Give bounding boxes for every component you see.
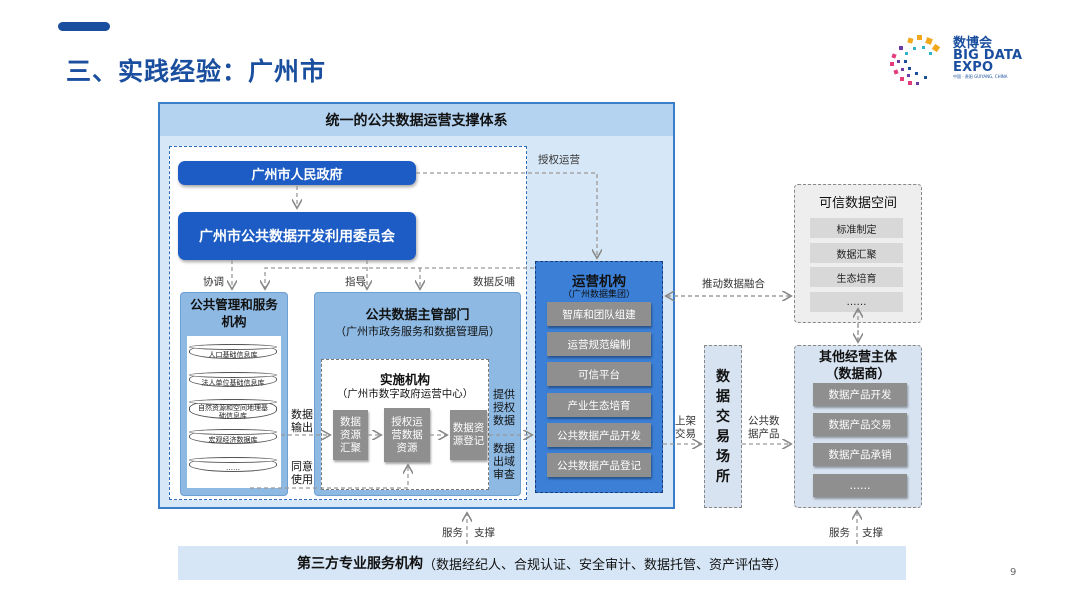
label-service-left: 服务: [442, 527, 463, 539]
page-number: 9: [1010, 567, 1017, 578]
impl-step-register: 数据资源登记: [450, 410, 487, 460]
impl-step-aggregate: 数据资源汇聚: [333, 410, 368, 460]
trusted-item-aggregate: 数据汇聚: [810, 243, 903, 263]
third-party-box: 第三方专业服务机构 （数据经纪人、合规认证、安全审计、数据托管、资产评估等）: [178, 546, 906, 580]
logo-sub: 中国 · 贵阳 GUIYANG, CHINA: [953, 74, 1008, 79]
third-party-detail: （数据经纪人、合规认证、安全审计、数据托管、资产评估等）: [422, 557, 787, 573]
operator-item-think-tank: 智库和团队组建: [547, 302, 651, 326]
other-item-underwrite: 数据产品承销: [813, 443, 907, 466]
logo-cn: 数博会: [953, 36, 993, 51]
big-data-expo-logo-icon: [886, 32, 944, 90]
other-entities-title: 其他经营主体（数据商）: [818, 350, 897, 382]
label-data-output: 数据输出: [291, 408, 313, 434]
label-public-products: 公共数据产品: [748, 415, 780, 440]
public-mgmt-title: 公共管理和服务机构: [190, 297, 278, 329]
operator-subtitle: （广州数据集团）: [562, 290, 635, 300]
arrow-agree-use: [250, 466, 408, 489]
trusted-item-standards: 标准制定: [810, 218, 903, 238]
data-dept-subtitle: （广州市政务服务和数据管理局）: [335, 325, 500, 338]
label-push-fusion: 推动数据融合: [702, 278, 765, 290]
operator-item-product-reg: 公共数据产品登记: [547, 453, 651, 477]
label-authorize-ops: 授权运营: [538, 154, 580, 166]
operator-title: 运营机构: [572, 274, 626, 290]
data-dept-title: 公共数据主管部门: [365, 308, 470, 323]
third-party-title: 第三方专业服务机构: [296, 556, 423, 572]
system-title: 统一的公共数据运营支撑体系: [160, 104, 673, 136]
government-box: 广州市人民政府: [178, 161, 416, 185]
label-outbound-review: 数据出域审查: [493, 442, 515, 481]
committee-box: 广州市公共数据开发利用委员会: [178, 212, 416, 260]
database-legal-entity: 法人单位基础信息库: [189, 372, 277, 387]
operator-item-standards: 运营规范编制: [547, 332, 651, 356]
other-item-trade: 数据产品交易: [813, 413, 907, 436]
accent-bar: [58, 22, 110, 31]
label-listing: 上架交易: [675, 415, 696, 440]
arrow-gov-operator: [416, 172, 597, 257]
logo-en-line2: EXPO: [953, 60, 994, 75]
label-feedback: 数据反哺: [473, 276, 515, 288]
data-exchange-box: 数据交易场所: [704, 345, 742, 508]
trusted-space-title: 可信数据空间: [818, 196, 897, 211]
trusted-item-more: ……: [810, 292, 903, 312]
other-item-dev: 数据产品开发: [813, 383, 907, 406]
slide-title: 三、实践经验：广州市: [66, 57, 327, 86]
impl-title: 实施机构: [379, 372, 430, 387]
operator-item-trusted-platform: 可信平台: [547, 362, 651, 386]
logo-text: 数博会 BIG DATA EXPO 中国 · 贵阳 GUIYANG, CHINA: [953, 36, 1023, 80]
logo-en-line1: BIG DATA: [953, 48, 1023, 63]
database-macro-economy: 宏观经济数据库: [189, 429, 277, 444]
label-agree-use: 同意使用: [291, 460, 313, 486]
operator-item-ecosystem: 产业生态培育: [547, 393, 651, 417]
arrow-feedback-pubmgmt: [265, 267, 534, 288]
label-service-right: 服务: [829, 527, 850, 539]
label-coordinate: 协调: [203, 276, 224, 288]
database-more: ……: [189, 457, 277, 472]
operator-item-product-dev: 公共数据产品开发: [547, 423, 651, 447]
label-support-right: 支撑: [862, 527, 883, 539]
database-population: 人口基础信息库: [189, 344, 277, 359]
label-support-left: 支撑: [474, 527, 495, 539]
data-exchange-label: 数据交易场所: [716, 368, 730, 485]
label-guide: 指导: [345, 276, 366, 288]
database-natural-resources: 自然资源和空间地理基础信息库: [189, 399, 277, 420]
label-provide-auth: 提供授权数据: [493, 388, 515, 427]
impl-step-authorize: 授权运营数据资源: [384, 408, 430, 462]
trusted-item-ecosystem: 生态培育: [810, 267, 903, 287]
other-item-more: ……: [813, 474, 907, 497]
impl-subtitle: （广州市数字政府运营中心）: [336, 388, 474, 400]
